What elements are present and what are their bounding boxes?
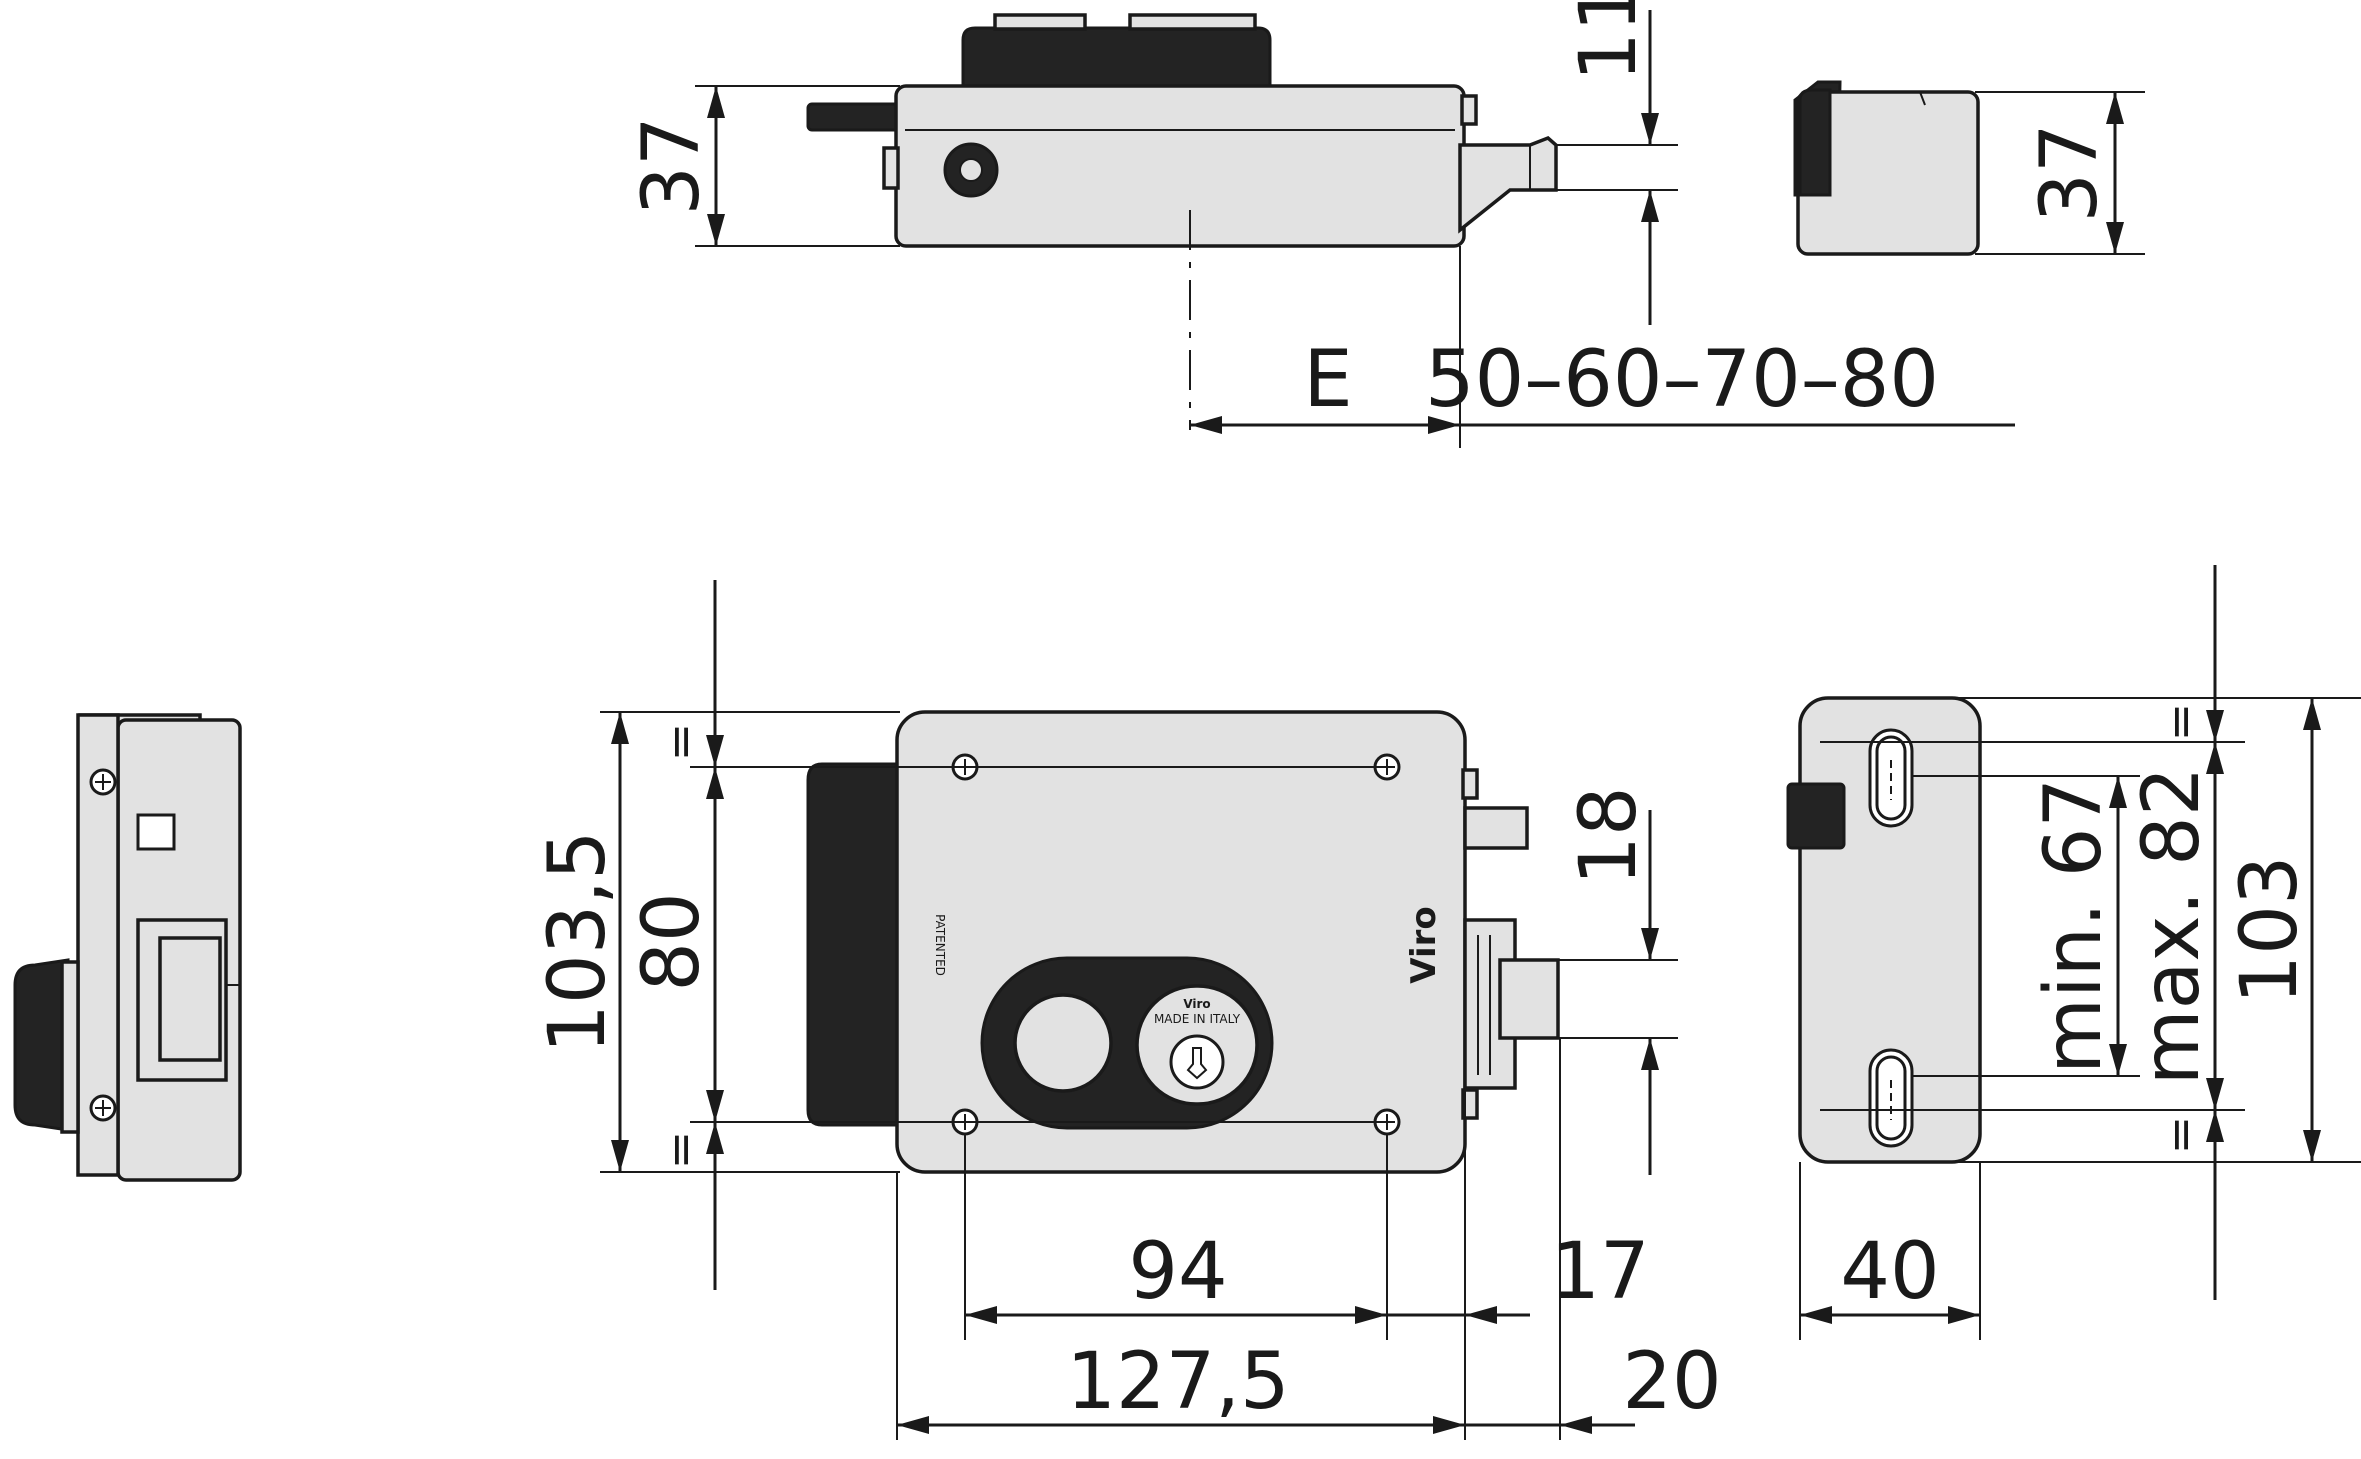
top-side-screw	[882, 146, 900, 190]
front-right-tab-bottom	[1461, 1088, 1479, 1120]
top-button-block	[961, 26, 1272, 88]
top-dim-e: E	[1303, 335, 1352, 425]
side-height-37: 37	[2025, 123, 2115, 222]
top-dim-range: 50–60–70–80	[1425, 335, 1939, 425]
top-right-tab	[1460, 94, 1478, 126]
top-view: 37 11 E 50–60–70–80	[627, 0, 2015, 448]
top-height-37: 37	[627, 116, 717, 215]
front-height-103-5: 103,5	[533, 830, 623, 1053]
side-view: 37	[1793, 80, 2145, 256]
back-knob	[1786, 782, 1846, 850]
front-keyhole-icon	[1169, 1034, 1225, 1090]
patented-label: PATENTED	[933, 914, 947, 976]
top-bolt	[1458, 135, 1558, 234]
back-equal-top: =	[2153, 703, 2207, 742]
back-min-67: min. 67	[2029, 778, 2119, 1074]
left-side-view	[13, 713, 242, 1182]
brand-logo: Viro	[1404, 906, 1444, 984]
left-knob	[13, 958, 70, 1132]
top-handle	[806, 102, 902, 132]
cylinder-brand: Viro	[1183, 997, 1210, 1011]
front-equal-bottom: =	[653, 1131, 707, 1170]
side-lock-body	[1796, 90, 1980, 256]
back-height-103: 103	[2225, 856, 2315, 1005]
left-bolt	[158, 936, 222, 1062]
back-equal-bottom: =	[2153, 1116, 2207, 1155]
front-width-127-5: 127,5	[1066, 1337, 1289, 1427]
front-button-hole	[1013, 993, 1113, 1093]
front-latch	[1463, 806, 1529, 850]
front-bolt	[1498, 958, 1560, 1040]
back-width-40: 40	[1840, 1227, 1939, 1317]
left-knob-collar	[60, 960, 80, 1134]
back-max-82: max. 82	[2127, 767, 2217, 1086]
top-button-left	[993, 13, 1087, 31]
front-width-94: 94	[1128, 1227, 1227, 1317]
front-bolt-18: 18	[1564, 786, 1654, 885]
front-bolt-20: 20	[1622, 1337, 1721, 1427]
front-bolt-17: 17	[1550, 1227, 1649, 1317]
front-knob	[806, 762, 904, 1127]
top-button-right	[1128, 13, 1257, 31]
left-square-hole	[136, 813, 176, 851]
front-right-tab-top	[1461, 768, 1479, 800]
front-equal-top: =	[653, 723, 707, 762]
back-view: min. 67 max. 82 = = 103 40	[1786, 565, 2361, 1340]
cylinder-made-in: MADE IN ITALY	[1154, 1012, 1241, 1026]
side-handle	[1798, 88, 1832, 197]
top-bolt-11: 11	[1564, 0, 1654, 82]
front-height-80: 80	[627, 892, 717, 991]
front-view: Viro MADE IN ITALY PATENTED Viro 103,5 8…	[533, 580, 1722, 1440]
